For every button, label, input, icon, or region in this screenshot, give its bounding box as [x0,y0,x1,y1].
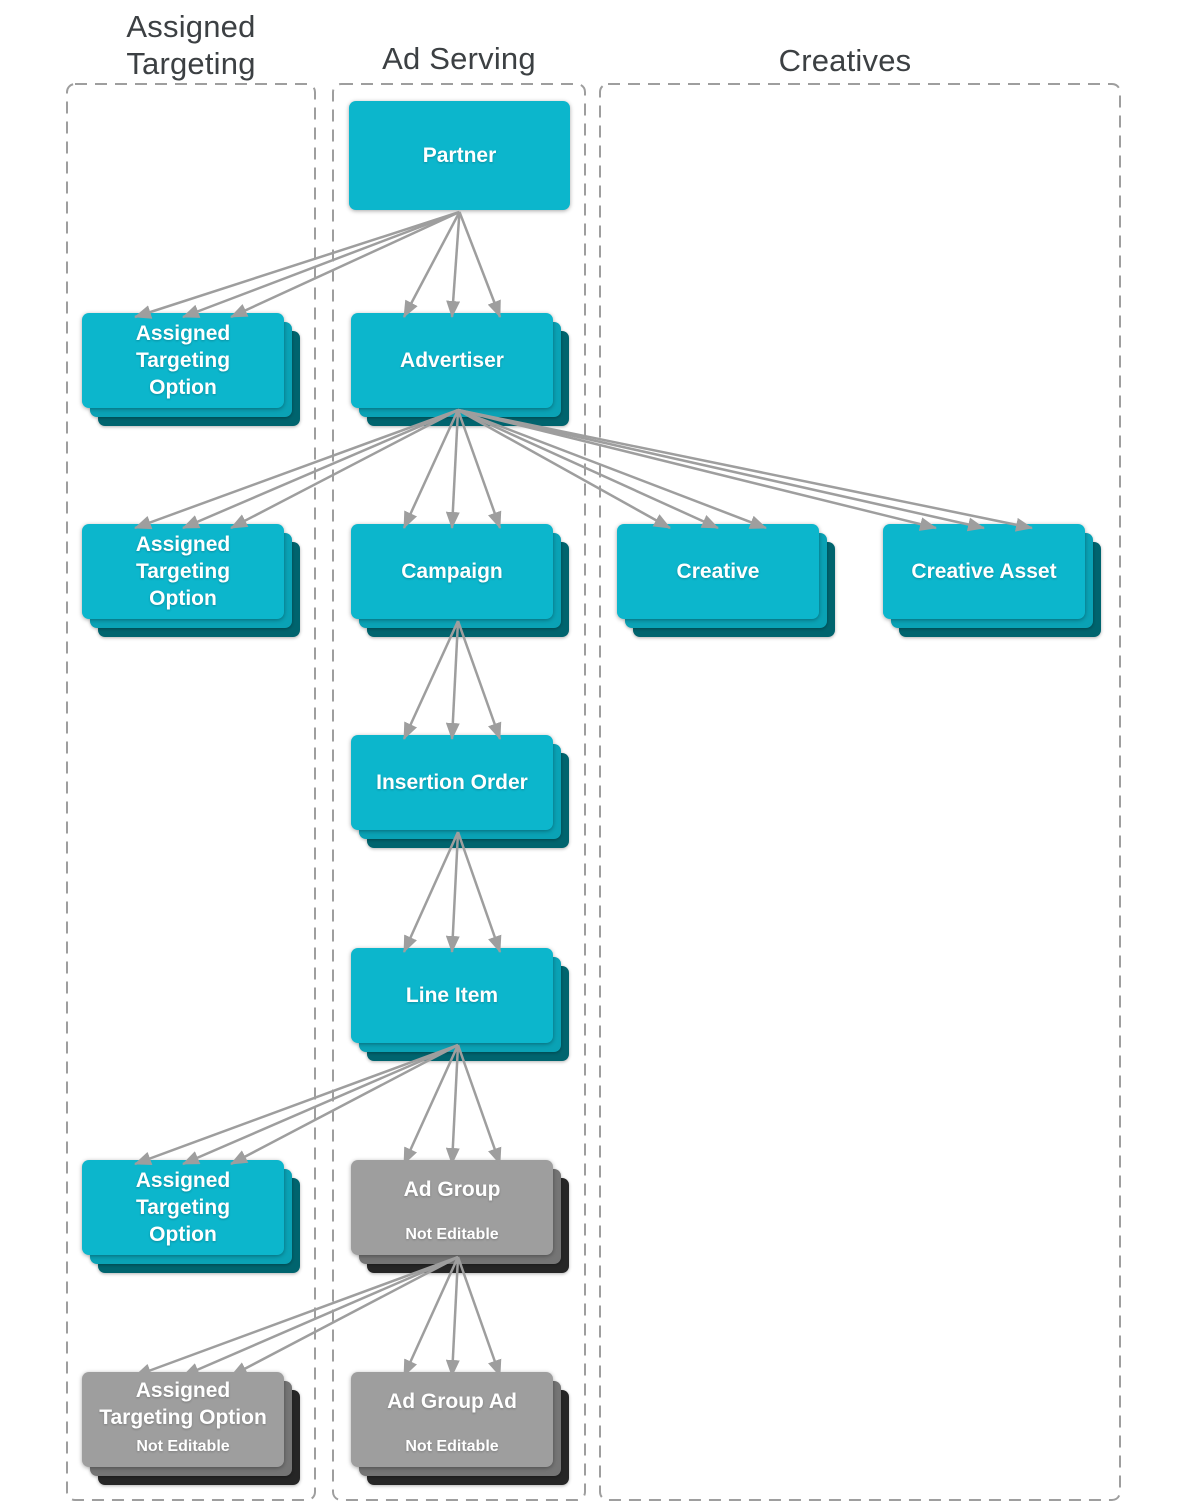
node-creative-label: Creative [676,560,760,583]
node-ad-group-ad-card: Ad Group Ad Not Editable [351,1372,553,1467]
node-partner-card: Partner [349,101,570,210]
node-creative-card: Creative [617,524,819,619]
node-advertiser: Advertiser [351,313,569,426]
node-creative: Creative [617,524,835,637]
node-campaign-card: Campaign [351,524,553,619]
node-advertiser-label: Advertiser [400,349,504,372]
node-creative-asset-label: Creative Asset [911,560,1057,583]
column-heading-ad-serving: Ad Serving [382,41,536,76]
node-ad-group-ad-label: Ad Group Ad [387,1390,517,1413]
node-campaign: Campaign [351,524,569,637]
node-ad-group-sublabel: Not Editable [405,1226,499,1243]
node-creative-asset-card: Creative Asset [883,524,1085,619]
node-insertion-order-card: Insertion Order [351,735,553,830]
node-assigned-targeting-option-4-sublabel: Not Editable [136,1438,230,1455]
node-insertion-order-label: Insertion Order [376,771,528,794]
column-heading-assigned-targeting: Assigned Targeting [126,9,256,81]
node-campaign-label: Campaign [401,560,503,583]
node-creative-asset: Creative Asset [883,524,1101,637]
node-ad-group-ad: Ad Group Ad Not Editable [351,1372,569,1485]
node-line-item-label: Line Item [405,984,499,1007]
node-ad-group-ad-sublabel: Not Editable [405,1438,499,1455]
node-line-item: Line Item [351,948,569,1061]
node-advertiser-card: Advertiser [351,313,553,408]
node-insertion-order: Insertion Order [351,735,569,848]
node-ad-group-label: Ad Group [403,1178,501,1201]
column-heading-creatives: Creatives [778,43,912,78]
node-partner: Partner [349,101,570,210]
node-partner-label: Partner [422,144,497,167]
node-line-item-card: Line Item [351,948,553,1043]
